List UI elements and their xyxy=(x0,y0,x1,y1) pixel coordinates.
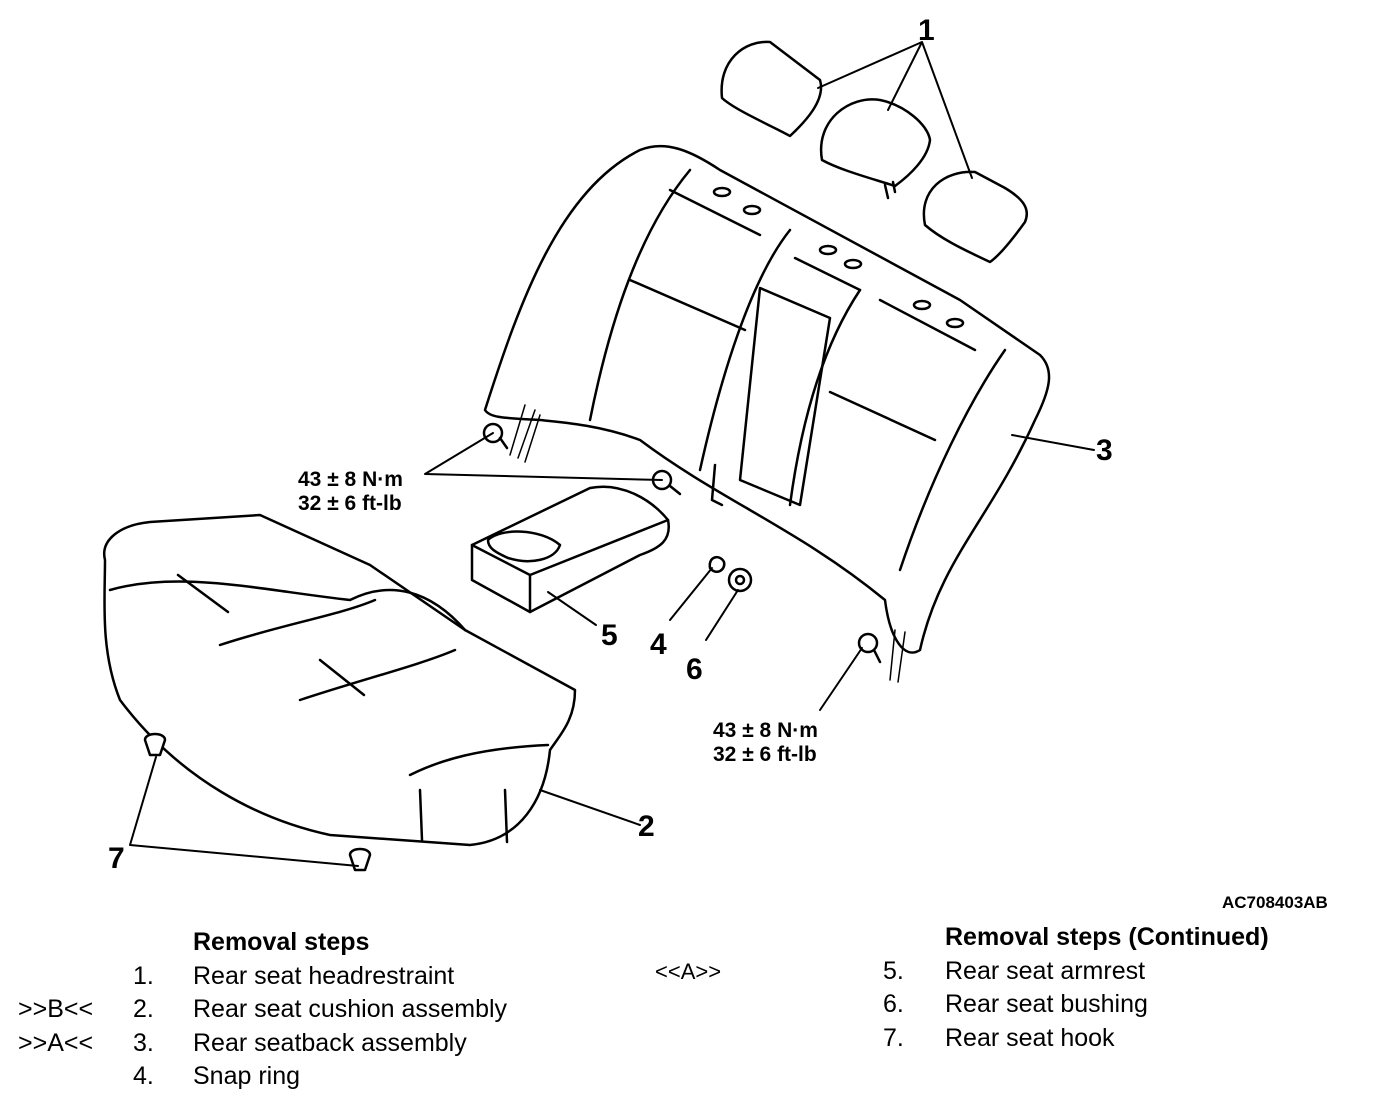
callout-6: 6 xyxy=(686,653,703,686)
bolt-right xyxy=(857,632,882,664)
step-name: Snap ring xyxy=(193,1062,301,1090)
heading-text: Removal steps (Continued) xyxy=(945,923,1269,951)
leader-lines xyxy=(129,41,1095,867)
step-number: 2. xyxy=(133,995,154,1023)
callout-5: 5 xyxy=(601,619,618,652)
removal-steps-heading: Removal steps xyxy=(0,926,600,960)
step-row: <<A>> 5. Rear seat armrest xyxy=(640,955,1340,989)
heading-text: Removal steps xyxy=(193,928,370,956)
headrestraint-left xyxy=(720,40,823,138)
headrestraint-right xyxy=(922,170,1029,264)
step-row: 1. Rear seat headrestraint xyxy=(0,960,600,994)
hook-front xyxy=(143,732,167,757)
callout-4: 4 xyxy=(650,628,667,661)
step-name: Rear seat bushing xyxy=(945,990,1148,1018)
step-row: 7. Rear seat hook xyxy=(640,1022,1340,1056)
step-row: >>A<< 3. Rear seatback assembly xyxy=(0,1027,600,1061)
removal-steps-left: Removal steps 1. Rear seat headrestraint… xyxy=(0,926,600,1094)
step-number: 7. xyxy=(883,1023,904,1052)
bushing xyxy=(727,567,753,593)
step-number: 1. xyxy=(133,961,154,990)
step-name: Rear seat armrest xyxy=(945,956,1146,985)
step-number: 4. xyxy=(133,1062,154,1090)
callout-3: 3 xyxy=(1096,434,1113,467)
step-name: Rear seat hook xyxy=(945,1023,1115,1052)
exploded-view-diagram: 1 2 3 4 5 6 7 43 ± 8 N·m 32 ± 6 ft-lb 43… xyxy=(102,14,1113,875)
snap-ring xyxy=(708,555,726,573)
torque-bottom-ftlb: 32 ± 6 ft-lb xyxy=(713,743,817,766)
step-name: Rear seat headrestraint xyxy=(193,961,455,990)
callout-2: 2 xyxy=(638,810,655,843)
step-row: 6. Rear seat bushing xyxy=(640,988,1340,1022)
step-name: Rear seatback assembly xyxy=(193,1028,467,1057)
figure-code: AC708403AB xyxy=(1222,893,1328,912)
step-number: 5. xyxy=(883,956,904,985)
torque-top-nm: 43 ± 8 N·m xyxy=(298,468,403,491)
step-mark: >>B<< xyxy=(18,995,94,1023)
bolt-center xyxy=(651,469,682,496)
armrest xyxy=(470,485,671,614)
step-number: 3. xyxy=(133,1028,154,1057)
seatback-assembly xyxy=(483,144,1051,683)
removal-steps-right: Removal steps (Continued) <<A>> 5. Rear … xyxy=(640,921,1340,1055)
callout-1: 1 xyxy=(918,14,935,47)
step-mark: >>A<< xyxy=(18,1028,94,1057)
seat-cushion-assembly xyxy=(102,513,577,847)
step-name: Rear seat cushion assembly xyxy=(193,995,508,1023)
step-number: 6. xyxy=(883,990,904,1018)
hook-rear xyxy=(348,847,372,872)
torque-top-ftlb: 32 ± 6 ft-lb xyxy=(298,492,402,515)
step-row: 4. Snap ring xyxy=(0,1060,600,1094)
removal-steps-continued-heading: Removal steps (Continued) xyxy=(640,921,1340,955)
headrestraint-center xyxy=(819,98,932,200)
step-mark: <<A>> xyxy=(655,958,722,984)
torque-bottom-nm: 43 ± 8 N·m xyxy=(713,719,818,742)
callout-7: 7 xyxy=(108,842,125,875)
step-row: >>B<< 2. Rear seat cushion assembly xyxy=(0,993,600,1027)
